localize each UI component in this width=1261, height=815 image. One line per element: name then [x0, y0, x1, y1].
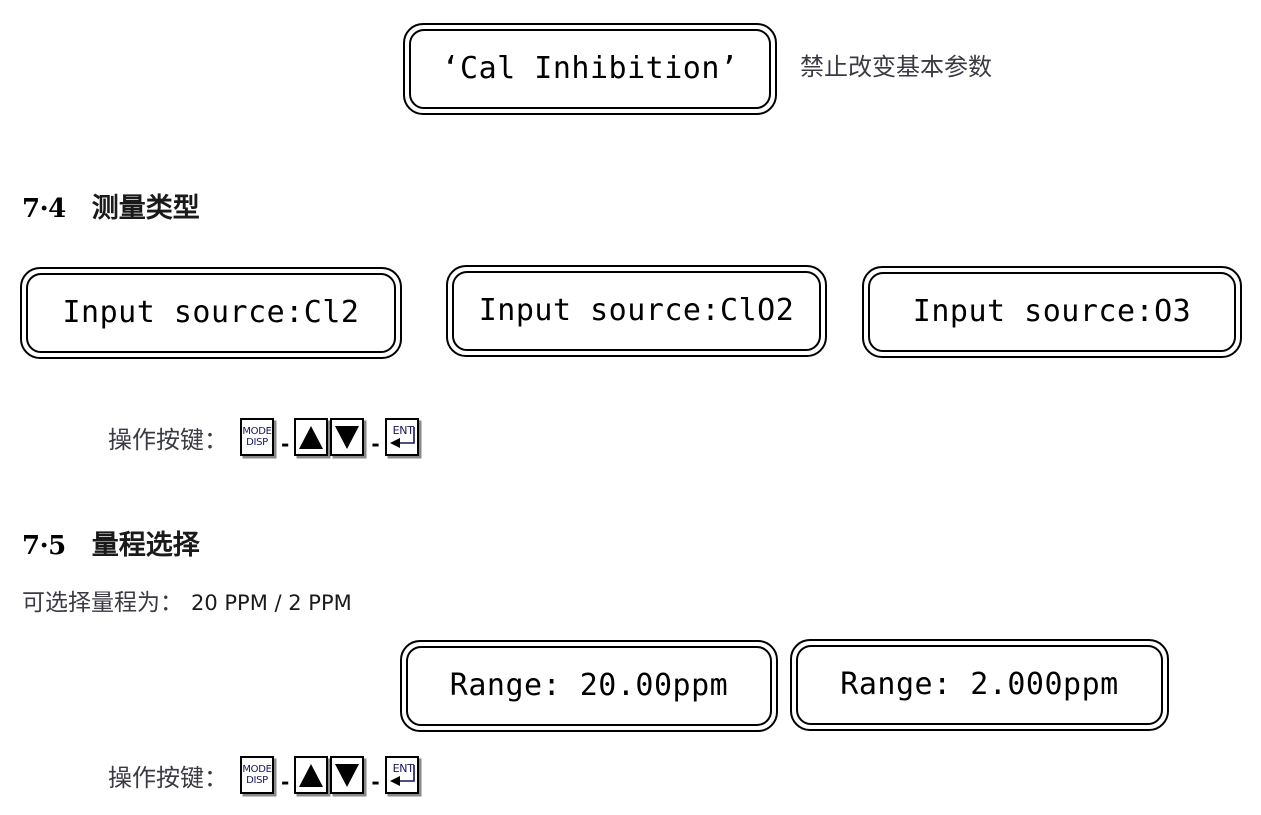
key-separator-dash: -: [371, 432, 380, 456]
enter-key-label: ENT: [392, 762, 414, 775]
cal-inhibition-display: ‘Cal Inhibition’: [403, 23, 777, 115]
input-source-clo2-screen: Input source:ClO2: [452, 271, 821, 351]
down-arrow-key[interactable]: [330, 418, 365, 456]
return-arrow-icon: [389, 427, 415, 448]
mode-disp-key[interactable]: MODE DISP: [240, 756, 274, 794]
triangle-down-icon: [335, 763, 360, 787]
enter-key-face: ENT: [387, 420, 417, 454]
mode-disp-key-line1: MODE: [242, 426, 272, 437]
input-source-cl2-text: Input source:Cl2: [62, 295, 360, 330]
input-source-clo2-display: Input source:ClO2: [446, 265, 827, 357]
input-source-o3-display: Input source:O3: [862, 266, 1242, 358]
enter-key-face: ENT: [387, 758, 417, 792]
range-options-note-label: 可选择量程为：: [22, 590, 183, 616]
section-75-number: 7·5: [22, 531, 66, 561]
section-75-title: 量程选择: [91, 530, 200, 561]
input-source-clo2-text: Input source:ClO2: [478, 293, 795, 328]
section-74-key-sequence-label: 操作按键：: [108, 425, 228, 454]
return-arrow-icon: [389, 765, 415, 786]
enter-key[interactable]: ENT: [384, 418, 419, 456]
enter-key[interactable]: ENT: [384, 756, 419, 794]
input-source-cl2-display: Input source:Cl2: [20, 267, 402, 359]
section-75-key-sequence: 操作按键： MODE DISP - - ENT: [108, 756, 421, 794]
cal-inhibition-display-screen: ‘Cal Inhibition’: [409, 29, 771, 109]
up-arrow-key[interactable]: [294, 756, 329, 794]
range-options-note-value: 20 PPM / 2 PPM: [191, 591, 352, 615]
up-arrow-key[interactable]: [294, 418, 329, 456]
down-arrow-key[interactable]: [330, 756, 365, 794]
range-20ppm-screen: Range: 20.00ppm: [406, 646, 772, 726]
triangle-up-icon: [299, 763, 324, 787]
mode-disp-key[interactable]: MODE DISP: [240, 418, 274, 456]
mode-disp-key-line2: DISP: [246, 775, 268, 786]
input-source-cl2-screen: Input source:Cl2: [26, 273, 396, 353]
range-2ppm-screen: Range: 2.000ppm: [796, 645, 1163, 725]
range-options-note: 可选择量程为： 20 PPM / 2 PPM: [22, 583, 352, 617]
mode-disp-key-line1: MODE: [242, 764, 272, 775]
section-74-number: 7·4: [22, 194, 66, 224]
section-74-title: 测量类型: [91, 193, 200, 224]
range-20ppm-display: Range: 20.00ppm: [400, 640, 778, 732]
key-separator-dash: -: [281, 432, 290, 456]
range-20ppm-text: Range: 20.00ppm: [449, 668, 729, 703]
cal-inhibition-display-text: ‘Cal Inhibition’: [441, 51, 739, 86]
key-separator-dash: -: [371, 770, 380, 794]
section-74-key-sequence: 操作按键： MODE DISP - - ENT: [108, 418, 421, 456]
section-75-key-sequence-label: 操作按键：: [108, 763, 228, 792]
input-source-o3-screen: Input source:O3: [868, 272, 1236, 352]
section-74-heading: 7·4 测量类型: [22, 186, 200, 225]
cal-inhibition-annotation: 禁止改变基本参数: [800, 53, 992, 81]
triangle-up-icon: [299, 425, 324, 449]
key-separator-dash: -: [281, 770, 290, 794]
enter-key-label: ENT: [392, 424, 414, 437]
range-2ppm-text: Range: 2.000ppm: [840, 667, 1119, 702]
section-75-heading: 7·5 量程选择: [22, 523, 200, 562]
range-2ppm-display: Range: 2.000ppm: [790, 639, 1169, 731]
mode-disp-key-line2: DISP: [246, 437, 268, 448]
triangle-down-icon: [335, 425, 360, 449]
input-source-o3-text: Input source:O3: [912, 294, 1192, 329]
